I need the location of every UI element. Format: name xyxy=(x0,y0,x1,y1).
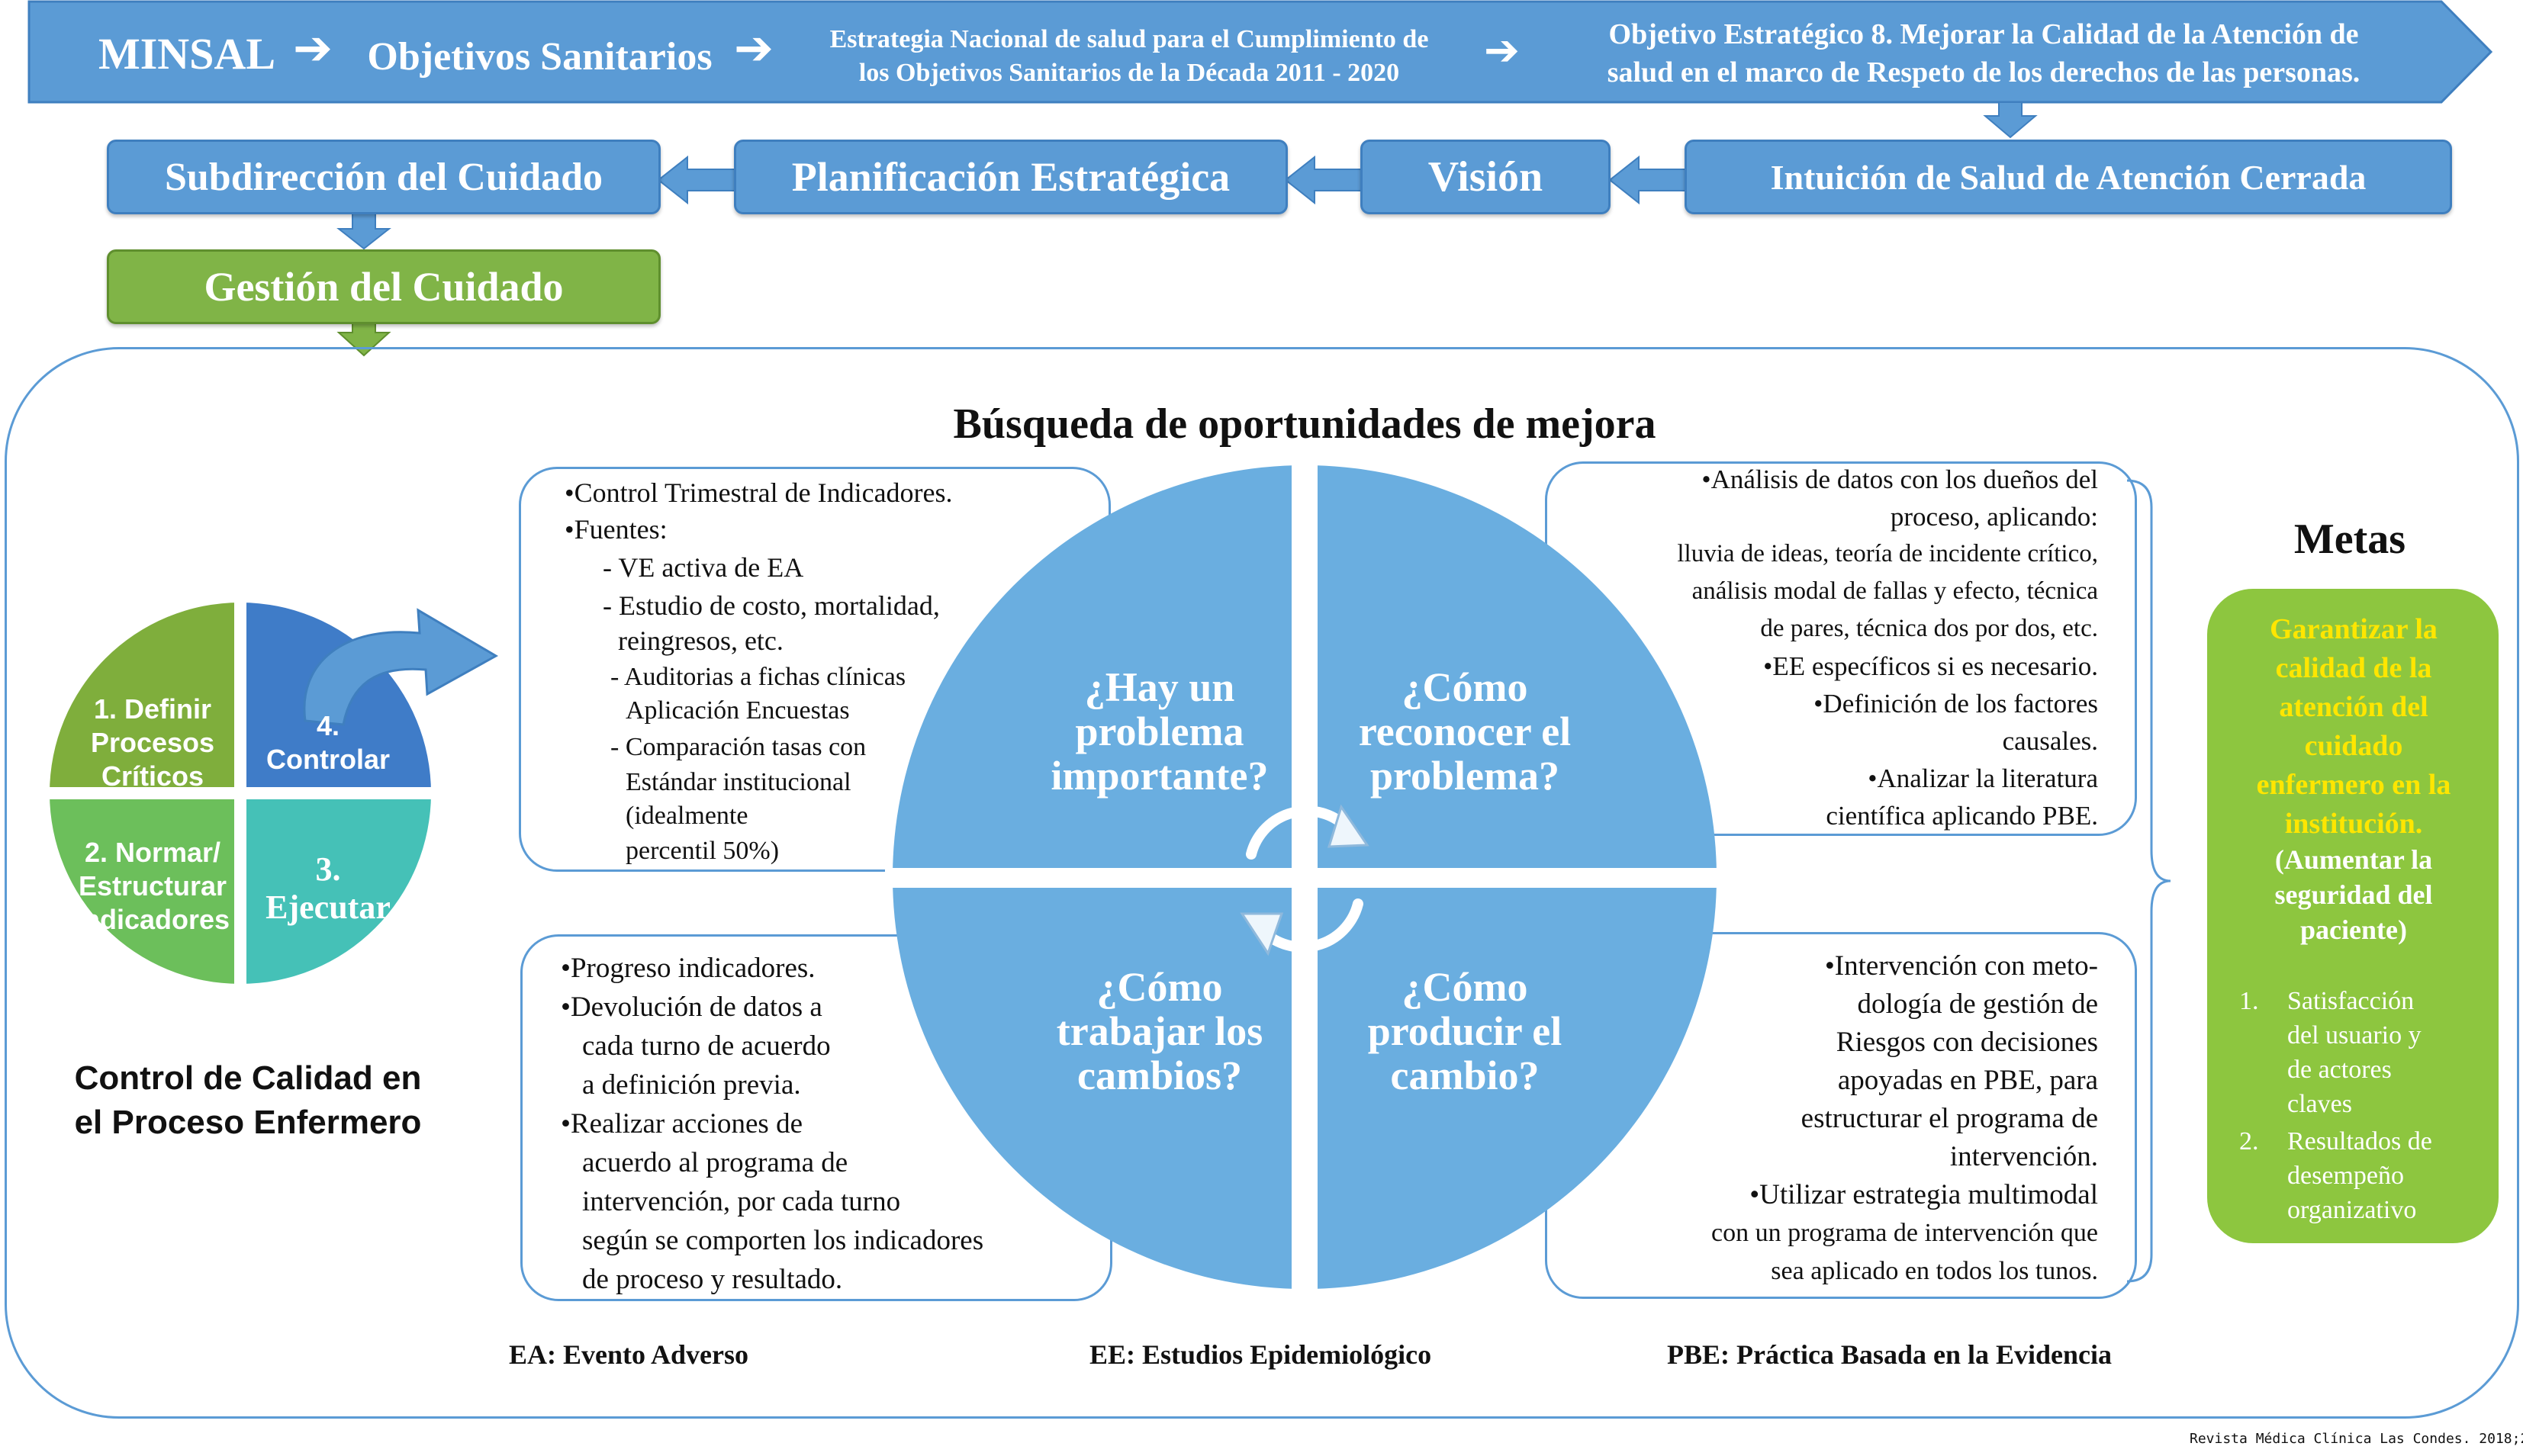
banner-objetivo8: Objetivo Estratégico 8. Mejorar la Calid… xyxy=(1607,18,2360,88)
cycle-controlar: 4.Controlar xyxy=(266,710,390,775)
banner-minsal: MINSAL xyxy=(98,28,276,79)
tl-line: Estándar institucional xyxy=(626,768,851,796)
metas-item: organizativo xyxy=(2287,1196,2417,1224)
quality-cycle-pie xyxy=(42,595,499,992)
banner-estrategia: Estrategia Nacional de salud para el Cum… xyxy=(829,25,1429,87)
tl-line: - Estudio de costo, mortalidad, xyxy=(603,590,940,621)
tl-line: •Fuentes: xyxy=(565,514,668,545)
tl-line: - Comparación tasas con xyxy=(610,733,867,761)
gestion-del-cuidado-box: Gestión del Cuidado xyxy=(107,249,661,324)
cycle-ejecutar: 3.Ejecutar xyxy=(265,850,391,926)
planificacion-box: Planificación Estratégica xyxy=(734,140,1288,214)
main-container xyxy=(5,347,2519,1419)
tl-line: - Auditorias a fichas clínicas xyxy=(610,663,906,691)
arrow-right-icon: ➔ xyxy=(293,20,333,76)
metas-num: 2. xyxy=(2239,1127,2259,1155)
metas-bracket xyxy=(2126,479,2171,1283)
tl-line: reingresos, etc. xyxy=(618,625,784,656)
tl-line: percentil 50%) xyxy=(626,837,780,865)
metas-item: Satisfacción xyxy=(2287,987,2415,1015)
search-title: Búsqueda de oportunidades de mejora xyxy=(953,400,1656,448)
metas-title: Metas xyxy=(2293,516,2406,563)
metas-item: claves xyxy=(2287,1090,2352,1118)
tl-line: (idealmente xyxy=(626,802,748,830)
metas-item: Resultados de xyxy=(2287,1127,2432,1155)
institucion-box: Intuición de Salud de Atención Cerrada xyxy=(1685,140,2452,214)
metas-item: de actores xyxy=(2287,1056,2392,1084)
banner-arrow xyxy=(27,0,2493,104)
credit-line: Revista Médica Clínica Las Condes. 2018;… xyxy=(2190,1431,2523,1447)
tl-line: - VE activa de EA xyxy=(603,552,804,583)
tl-line: Aplicación Encuestas xyxy=(626,696,850,725)
arrow-right-icon: ➔ xyxy=(1484,26,1520,76)
tl-line: •Control Trimestral de Indicadores. xyxy=(565,477,953,508)
metas-box xyxy=(2207,589,2499,1243)
vision-box: Visión xyxy=(1360,140,1611,214)
improvement-pie xyxy=(885,465,1724,1289)
metas-item: desempeño xyxy=(2287,1162,2404,1190)
banner-objetivos: Objetivos Sanitarios xyxy=(367,34,713,79)
footer-ee: EE: Estudios Epidemiológico xyxy=(1089,1339,1432,1370)
footer-pbe: PBE: Práctica Basada en la Evidencia xyxy=(1667,1339,2112,1370)
box-top-right-text: •Análisis de datos con los dueños del pr… xyxy=(1677,464,2098,831)
footer-ea: EA: Evento Adverso xyxy=(509,1339,748,1370)
subdireccion-box: Subdirección del Cuidado xyxy=(107,140,661,214)
box-bottom-left-text: •Progreso indicadores. •Devolución de da… xyxy=(561,953,984,1295)
metas-num: 1. xyxy=(2239,987,2259,1015)
box-bottom-right-text: •Intervención con meto- dología de gesti… xyxy=(1711,950,2098,1285)
metas-item: del usuario y xyxy=(2287,1021,2422,1049)
arrow-right-icon: ➔ xyxy=(734,20,774,76)
